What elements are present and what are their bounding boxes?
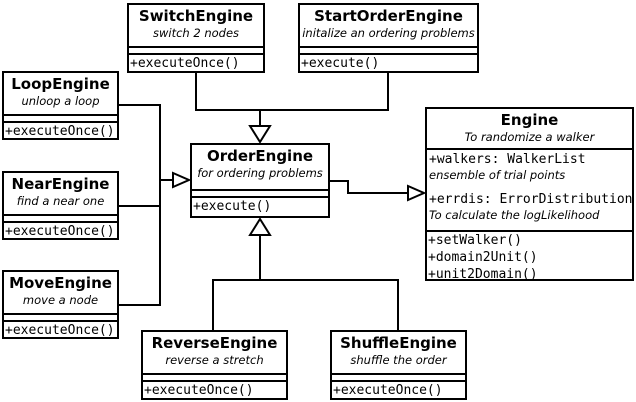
class-title: SwitchEngine switch 2 nodes: [129, 5, 263, 46]
class-title: NearEngine find a near one: [4, 173, 117, 214]
class-description: move a node: [22, 293, 99, 307]
methods-compartment: +executeOnce(): [143, 380, 286, 398]
class-title: Engine To randomize a walker: [427, 109, 632, 148]
class-name: OrderEngine: [206, 147, 314, 165]
class-box-switchengine: SwitchEngine switch 2 nodes +executeOnce…: [127, 3, 265, 73]
attributes-compartment: [300, 46, 477, 53]
class-name: MoveEngine: [9, 274, 112, 292]
class-description: for ordering problems: [197, 166, 323, 180]
connector-top-merge: [195, 73, 389, 111]
class-box-orderengine: OrderEngine for ordering problems +execu…: [190, 143, 330, 218]
attributes-compartment: [332, 373, 465, 380]
generalization-arrow-up-icon: [248, 217, 272, 236]
class-name: SwitchEngine: [138, 7, 254, 25]
class-description: initalize an ordering problems: [302, 26, 475, 40]
attribute-note: To calculate the logLikelihood: [429, 208, 600, 222]
method: +executeOnce(): [333, 383, 443, 398]
attribute: +errdis: ErrorDistribution: [429, 192, 632, 207]
methods-compartment: +setWalker() +domain2Unit() +unit2Domain…: [427, 230, 632, 279]
methods-compartment: +executeOnce(): [129, 53, 263, 71]
generalization-arrow-down-icon: [248, 125, 272, 144]
attribute: +walkers: WalkerList: [429, 152, 586, 167]
class-box-loopengine: LoopEngine unloop a loop +executeOnce(): [2, 71, 119, 140]
class-name: ReverseEngine: [151, 334, 278, 352]
method: +executeOnce(): [5, 323, 115, 337]
method: +executeOnce(): [144, 383, 254, 398]
class-description: To randomize a walker: [464, 130, 595, 144]
class-box-engine: Engine To randomize a walker +walkers: W…: [425, 107, 634, 281]
class-description: find a near one: [16, 194, 105, 208]
attribute-note: ensemble of trial points: [429, 168, 566, 182]
class-name: ShuffleEngine: [340, 334, 457, 352]
generalization-arrow-right-icon: [172, 171, 192, 189]
method: +executeOnce(): [130, 56, 240, 71]
class-name: NearEngine: [11, 175, 110, 193]
class-title: LoopEngine unloop a loop: [4, 73, 117, 114]
connector-orderengine-to-engine: [329, 180, 408, 194]
class-description: unloop a loop: [21, 94, 100, 108]
method: +domain2Unit(): [428, 250, 538, 265]
attributes-compartment: [4, 214, 117, 221]
class-name: LoopEngine: [11, 75, 110, 93]
class-box-reverseengine: ReverseEngine reverse a stretch +execute…: [141, 330, 288, 400]
methods-compartment: +execute(): [192, 196, 328, 216]
class-box-shuffleengine: ShuffleEngine shuffle the order +execute…: [330, 330, 467, 400]
method: +execute(): [301, 56, 380, 71]
class-title: MoveEngine move a node: [4, 272, 117, 313]
methods-compartment: +executeOnce(): [4, 320, 117, 337]
class-name: Engine: [500, 111, 559, 129]
class-name: StartOrderEngine: [314, 7, 463, 25]
class-title: OrderEngine for ordering problems: [192, 145, 328, 189]
attributes-compartment: [4, 114, 117, 121]
method: +setWalker(): [428, 233, 522, 248]
method: +execute(): [193, 199, 272, 214]
attributes-compartment: +walkers: WalkerList ensemble of trial p…: [427, 148, 632, 230]
class-box-moveengine: MoveEngine move a node +executeOnce(): [2, 270, 119, 339]
methods-compartment: +executeOnce(): [332, 380, 465, 398]
attributes-compartment: [143, 373, 286, 380]
class-description: switch 2 nodes: [152, 26, 240, 40]
attributes-compartment: [4, 313, 117, 320]
connector-bottom-merge: [212, 279, 399, 330]
method: +executeOnce(): [5, 124, 115, 138]
class-box-startorderengine: StartOrderEngine initalize an ordering p…: [298, 3, 479, 73]
generalization-arrow-into-engine-icon: [407, 184, 427, 202]
spacer: [429, 182, 630, 191]
attributes-compartment: [192, 189, 328, 196]
methods-compartment: +execute(): [300, 53, 477, 71]
class-box-nearengine: NearEngine find a near one +executeOnce(…: [2, 171, 119, 240]
attributes-compartment: [129, 46, 263, 53]
methods-compartment: +executeOnce(): [4, 121, 117, 138]
method: +unit2Domain(): [428, 267, 538, 279]
methods-compartment: +executeOnce(): [4, 221, 117, 238]
class-description: shuffle the order: [350, 353, 447, 367]
class-description: reverse a stretch: [165, 353, 264, 367]
class-title: ReverseEngine reverse a stretch: [143, 332, 286, 373]
class-title: ShuffleEngine shuffle the order: [332, 332, 465, 373]
class-title: StartOrderEngine initalize an ordering p…: [300, 5, 477, 46]
method: +executeOnce(): [5, 224, 115, 238]
